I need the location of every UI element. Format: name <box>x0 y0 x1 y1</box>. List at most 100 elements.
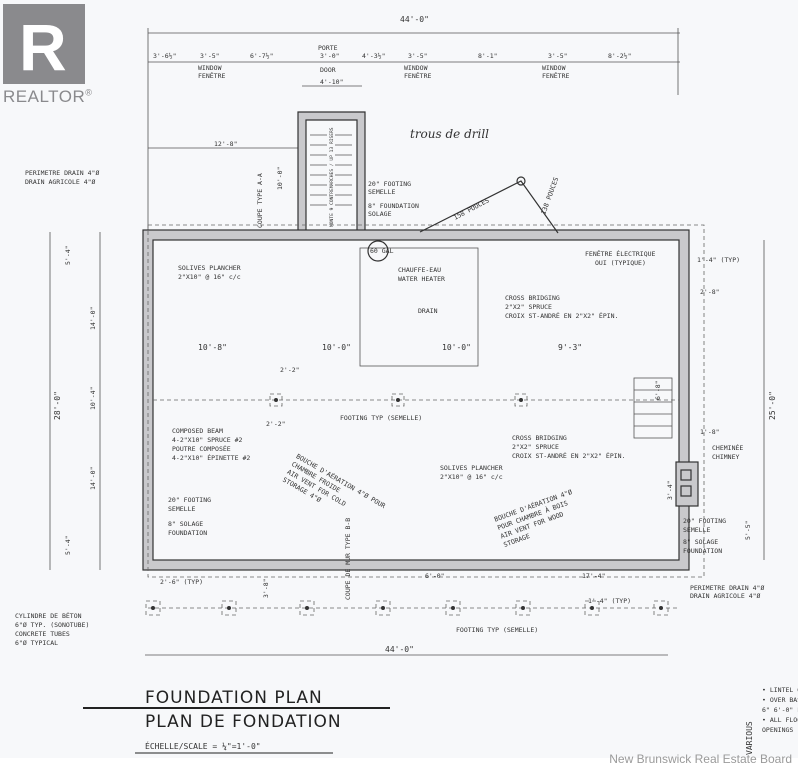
label: CHAUFFE-EAU <box>398 266 441 274</box>
note: • OVER BASEMENT <box>762 696 798 704</box>
left-dimensions: 5'-4" 14'-0" 10'-4" 14'-0" 5'-4" 28'-0" … <box>49 232 777 570</box>
label: SEMELLE <box>683 526 710 534</box>
label: FENÊTRE ÉLECTRIQUE <box>585 249 656 258</box>
label: 2"X2" SPRUCE <box>505 303 552 311</box>
window-label: WINDOW <box>198 64 222 72</box>
dim: 4'-3½" <box>362 52 385 60</box>
water-heater-area <box>359 247 479 367</box>
dim: 10'-4" <box>89 387 97 410</box>
label: WATER HEATER <box>398 275 445 283</box>
interior-stairs <box>633 377 673 439</box>
label: 20" FOOTING <box>368 180 411 188</box>
gal-label: 60 GAL <box>370 247 394 255</box>
window-label-fr: FENÊTRE <box>542 71 569 80</box>
label: SEMELLE <box>168 505 195 513</box>
dim: 3'-5" <box>408 52 428 60</box>
label: 20" FOOTING <box>683 517 726 525</box>
label: SOLIVES PLANCHER <box>178 264 241 272</box>
right-side-dimensions: 1'-4" (TYP) 2'-8" 6'-8" 1'-8" 3'-4" 5'-5… <box>654 256 752 540</box>
label: CYLINDRE DE BÉTON <box>15 611 82 620</box>
right-depth: 25'-0" <box>768 391 777 420</box>
stair-entry: MONTE 9 CONTREMARCHES / UP 13 RISERS <box>297 111 366 241</box>
label: SEMELLE <box>368 188 395 196</box>
label: 6"Ø TYP. (SONOTUBE) <box>15 621 89 629</box>
scale-label: ÉCHELLE/SCALE = ¼"=1'-0" <box>145 740 261 751</box>
dim: 8'-2½" <box>608 52 631 60</box>
left-offset: 12'-8" <box>214 140 237 148</box>
chimney <box>675 461 699 507</box>
label: 2"X2" SPRUCE <box>512 443 559 451</box>
drill-holes-note: trous de drill <box>410 127 489 141</box>
window-label-fr: FENÊTRE <box>198 71 225 80</box>
label: CROIX ST-ANDRÉ EN 2"X2" ÉPIN. <box>505 311 619 320</box>
bottom-section: 44'-0" 2'-6" (TYP) 3'-8" 6'-0" 17'-4" 1'… <box>15 518 764 656</box>
label: COUPE TYPE A-A <box>256 173 264 228</box>
overall-width-bottom: 44'-0" <box>385 645 414 654</box>
door-label: DOOR <box>320 66 336 74</box>
title-english: FOUNDATION PLAN <box>145 688 323 708</box>
dim: 9'-3" <box>558 343 582 352</box>
dim: 14'-0" <box>89 467 97 490</box>
dim: 2'-2" <box>280 366 300 374</box>
various-notes: VARIOUS • LINTEL OVER • OVER BASEMENT 6"… <box>745 686 798 755</box>
dim: 6'-0" <box>425 572 445 580</box>
title-block: FOUNDATION PLAN PLAN DE FONDATION ÉCHELL… <box>83 688 390 754</box>
dim-right-lower: 5'-5" <box>744 520 752 540</box>
dim: 8'-1" <box>478 52 498 60</box>
note: 6" 6'-0" LINTEL <box>762 706 798 714</box>
label: 158 POUCES <box>452 196 490 221</box>
label: CONCRETE TUBES <box>15 630 70 638</box>
label: 20" FOOTING <box>168 496 211 504</box>
label: POUTRE COMPOSÉE <box>172 444 231 453</box>
dim: 17'-4" <box>582 572 605 580</box>
top-dimensions: 44'-0" 3'-6½" 3'-5" 6'-7½" 3'-0" 4'-3½" … <box>147 15 680 235</box>
note: • ALL FLOOR JOISTS <box>762 716 798 724</box>
dim: 2'-8" <box>700 288 720 296</box>
label: SOLAGE <box>368 210 392 218</box>
label: FOOTING TYP (SEMELLE) <box>456 626 538 634</box>
porch-width: 4'-10" <box>320 78 343 86</box>
window-label: WINDOW <box>404 64 428 72</box>
label: PERIMETRE DRAIN 4"Ø <box>25 169 99 177</box>
dim: 10'-0" <box>322 343 351 352</box>
label: PERIMETRE DRAIN 4"Ø <box>690 584 764 592</box>
board-watermark: New Brunswick Real Estate Board <box>609 752 792 766</box>
label: CROIX ST-ANDRÉ EN 2"X2" ÉPIN. <box>512 451 626 460</box>
label: 138 POUCES <box>539 176 560 216</box>
pier-footings <box>269 393 528 407</box>
door-label-fr: PORTE <box>318 44 338 52</box>
dim: 3'-5" <box>200 52 220 60</box>
label: FOUNDATION <box>683 547 722 555</box>
label: DRAIN AGRICOLE 4"Ø <box>25 178 96 186</box>
registered-mark: ® <box>85 87 93 98</box>
chimney-label-fr: CHEMINÉE <box>712 443 743 452</box>
label: 2"X10" @ 16" c/c <box>178 273 241 281</box>
dim: 6'-7½" <box>250 52 273 60</box>
label: 8" FOUNDATION <box>368 202 419 210</box>
dim: 3'-5" <box>548 52 568 60</box>
drain-label: DRAIN <box>418 307 438 315</box>
dim: 3'-6½" <box>153 52 176 60</box>
label: 8" SOLAGE <box>683 538 718 546</box>
label: 8" SOLAGE <box>168 520 203 528</box>
dim: 3'-8" <box>262 578 270 598</box>
water-heater-tank <box>367 240 389 262</box>
label: DRAIN AGRICOLE 4"Ø <box>690 592 761 600</box>
dim: 10'-0" <box>442 343 471 352</box>
label: COMPOSED BEAM <box>172 427 223 435</box>
note: • LINTEL OVER <box>762 686 798 694</box>
dim-chimney-width: 3'-4" <box>666 480 674 500</box>
realtor-r-mark: R <box>3 4 85 84</box>
label: CROSS BRIDGING <box>505 294 560 302</box>
label: SOLIVES PLANCHER <box>440 464 503 472</box>
dim: 2'-6" (TYP) <box>160 578 203 586</box>
window-label: WINDOW <box>542 64 566 72</box>
label: 6"Ø TYPICAL <box>15 639 58 647</box>
various-heading: VARIOUS <box>745 721 754 755</box>
label: CROSS BRIDGING <box>512 434 567 442</box>
dim: 2'-2" <box>266 420 286 428</box>
chimney-label: CHIMNEY <box>712 453 739 461</box>
label: FOUNDATION <box>168 529 207 537</box>
